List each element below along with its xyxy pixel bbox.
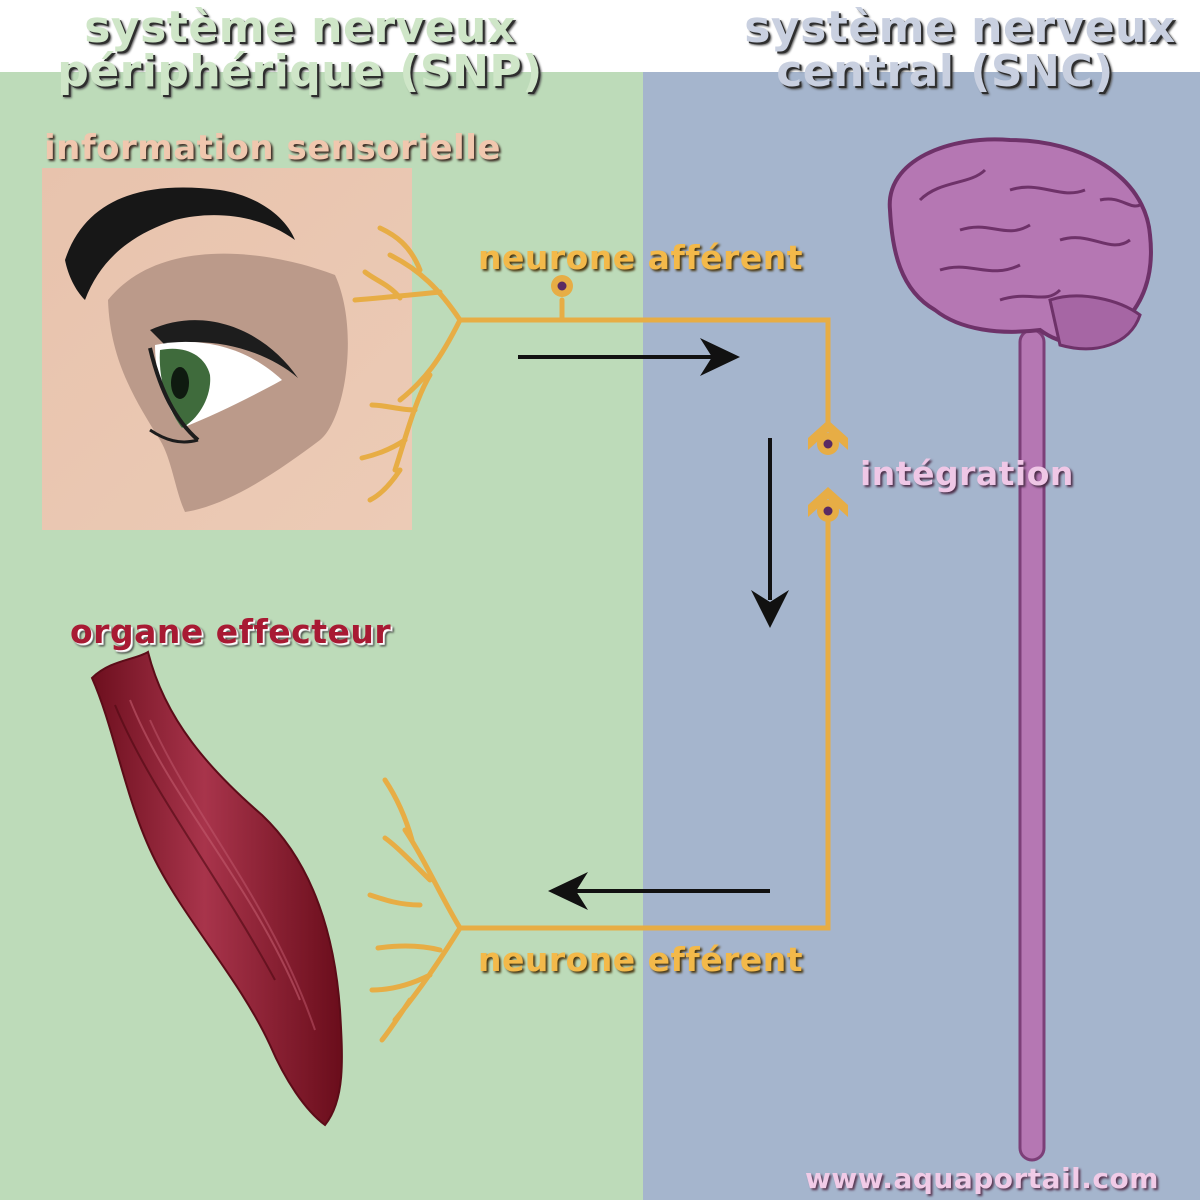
integration-label: intégration	[860, 454, 1074, 493]
afferent-neuron-label: neurone afférent	[478, 238, 803, 277]
watermark-link[interactable]: www.aquaportail.com	[805, 1162, 1159, 1195]
arrow-icon	[518, 338, 789, 910]
pns-heading-line2: périphérique (SNP)	[57, 46, 543, 97]
cns-heading-line2: central (SNC)	[776, 46, 1114, 97]
effector-organ-label: organe effecteur	[70, 612, 392, 651]
pns-heading: système nerveux périphérique (SNP)	[40, 6, 560, 94]
integration-synapses	[808, 420, 848, 522]
cns-heading: système nerveux central (SNC)	[700, 6, 1190, 94]
muscle-icon	[90, 650, 343, 1127]
pns-heading-line1: système nerveux	[84, 2, 516, 53]
brain-icon	[887, 137, 1153, 1162]
cns-heading-line1: système nerveux	[744, 2, 1176, 53]
afferent-neuron	[352, 225, 831, 503]
eye-icon	[42, 168, 412, 530]
sensory-information-label: information sensorielle	[44, 128, 501, 168]
efferent-neuron-label: neurone efférent	[478, 940, 804, 979]
efferent-neuron	[367, 519, 831, 1043]
